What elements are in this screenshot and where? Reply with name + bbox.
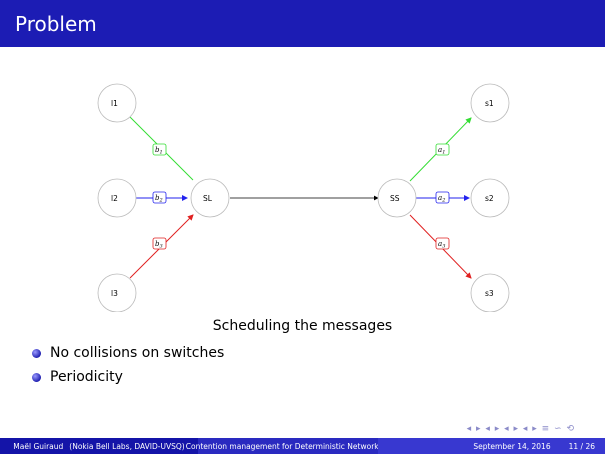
label-b2: b2 — [152, 191, 167, 204]
node-l2: l2 — [97, 178, 137, 218]
network-diagram: l1 l2 l3 SL SS s1 s2 s3 b1 b2 b3 a1 a2 a… — [97, 83, 510, 312]
svg-text:SL: SL — [203, 194, 213, 203]
svg-text:b1: b1 — [155, 146, 163, 156]
node-s3: s3 — [470, 273, 510, 312]
svg-text:l2: l2 — [111, 194, 118, 203]
footer-talk-title: Contention management for Deterministic … — [186, 438, 390, 454]
node-s2: s2 — [470, 178, 510, 218]
svg-text:l1: l1 — [111, 99, 118, 108]
footer: Maël Guiraud (Nokia Bell Labs, DAVID-UVS… — [0, 438, 605, 454]
svg-text:a1: a1 — [438, 146, 445, 156]
footer-date-page: September 14, 2016 11 / 26 — [378, 438, 605, 454]
bullet-item: No collisions on switches — [30, 343, 224, 367]
bullet-icon — [32, 349, 41, 358]
slide-title: Problem — [15, 12, 97, 36]
diagram-caption: Scheduling the messages — [212, 318, 393, 334]
label-a1: a1 — [435, 143, 450, 156]
svg-text:a2: a2 — [438, 194, 445, 204]
title-bar: Problem — [0, 0, 605, 47]
node-SL: SL — [190, 178, 230, 218]
node-l3: l3 — [97, 273, 137, 312]
svg-text:s1: s1 — [485, 99, 494, 108]
bullet-icon — [32, 373, 41, 382]
svg-text:b3: b3 — [155, 240, 163, 250]
node-s1: s1 — [470, 83, 510, 123]
bullet-item: Periodicity — [30, 367, 224, 391]
node-l1: l1 — [97, 83, 137, 123]
svg-text:b2: b2 — [155, 194, 163, 204]
label-a3: a3 — [435, 237, 450, 250]
label-a2: a2 — [435, 191, 450, 204]
footer-author: Maël Guiraud (Nokia Bell Labs, DAVID-UVS… — [0, 438, 198, 454]
beamer-nav-icons[interactable]: ◂ ▸ ◂ ▸ ◂ ▸ ◂ ▸ ≡ ∽ ⟲ — [466, 424, 575, 434]
label-b3: b3 — [152, 237, 167, 250]
svg-text:s3: s3 — [485, 289, 494, 298]
bullet-list: No collisions on switches Periodicity — [30, 343, 224, 391]
svg-text:l3: l3 — [111, 289, 118, 298]
svg-text:SS: SS — [390, 194, 400, 203]
label-b1: b1 — [152, 143, 167, 156]
node-SS: SS — [377, 178, 417, 218]
svg-text:a3: a3 — [438, 240, 445, 250]
svg-text:s2: s2 — [485, 194, 494, 203]
